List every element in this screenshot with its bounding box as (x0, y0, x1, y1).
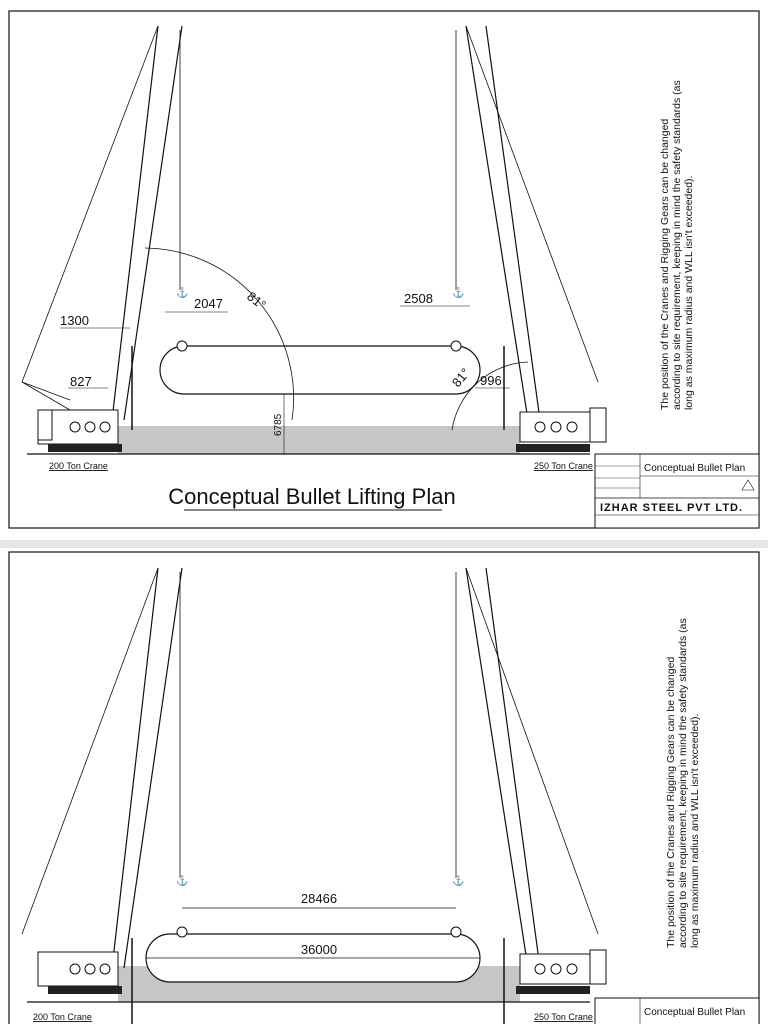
angle-left-label: 81° (244, 289, 269, 313)
title-block-drawing-title: Conceptual Bullet Plan (644, 463, 745, 474)
note2-line-3: long as maximum radius and WLL isn't exc… (689, 714, 701, 948)
drawing-title: Conceptual Bullet Lifting Plan (168, 484, 455, 509)
title-block-company: IZHAR STEEL PVT LTD. (600, 502, 743, 514)
note-line-1: The position of the Cranes and Rigging G… (659, 119, 671, 410)
drawing-sheet-1: ⚓ ⚓ 1300 2047 82 (8, 10, 760, 529)
right-crane-2: ⚓ (452, 567, 607, 994)
ground-fill (118, 426, 520, 454)
left-crane-2: ⚓ (21, 567, 188, 994)
left-crane-label-2: 200 Ton Crane (33, 1012, 92, 1022)
drawing-sheet-2-svg: ⚓ ⚓ 28466 36000 200 Ton Crane 250 Ton Cr… (8, 551, 760, 1024)
title-block: Conceptual Bullet Plan IZHAR STEEL PVT L… (594, 453, 760, 529)
sheet-separator (0, 540, 768, 548)
left-crane: ⚓ (21, 25, 188, 452)
right-crane-label: 250 Ton Crane (534, 461, 593, 471)
dim-2508: 2508 (404, 291, 433, 306)
title-block-2-drawing-title: Conceptual Bullet Plan (644, 1007, 745, 1018)
bullet-vessel (131, 340, 505, 430)
dim-2047: 2047 (194, 296, 223, 311)
svg-text:⚓: ⚓ (176, 874, 188, 887)
right-crane-label-2: 250 Ton Crane (534, 1012, 593, 1022)
drawing-sheet-1-svg: ⚓ ⚓ 1300 2047 82 (8, 10, 760, 529)
drawing-sheet-2: ⚓ ⚓ 28466 36000 200 Ton Crane 250 Ton Cr… (0, 548, 768, 1024)
dim-1300: 1300 (60, 313, 89, 328)
angle-arc-right (451, 361, 529, 431)
note2-line-1: The position of the Cranes and Rigging G… (665, 657, 677, 948)
sheet-frame (8, 10, 760, 529)
right-crane: ⚓ (452, 25, 607, 452)
dim-6785: 6785 (273, 413, 284, 436)
title-block-2: Conceptual Bullet Plan (594, 997, 760, 1024)
svg-text:⚓: ⚓ (176, 286, 188, 299)
dim-length: 36000 (301, 942, 337, 957)
note2-line-2: according to site requirement, keeping i… (677, 618, 689, 948)
site-note-2: The position of the Cranes and Rigging G… (665, 618, 701, 948)
site-note: The position of the Cranes and Rigging G… (659, 80, 695, 410)
sheet-frame-2 (8, 551, 760, 1024)
note-line-3: long as maximum radius and WLL isn't exc… (683, 176, 695, 410)
dim-996: 996 (480, 373, 502, 388)
note-line-2: according to site requirement, keeping i… (671, 80, 683, 410)
dim-spread: 28466 (301, 891, 337, 906)
angle-arc-left (144, 247, 295, 421)
left-crane-label: 200 Ton Crane (49, 461, 108, 471)
svg-text:⚓: ⚓ (452, 874, 464, 887)
dim-827: 827 (70, 374, 92, 389)
svg-text:⚓: ⚓ (452, 286, 464, 299)
